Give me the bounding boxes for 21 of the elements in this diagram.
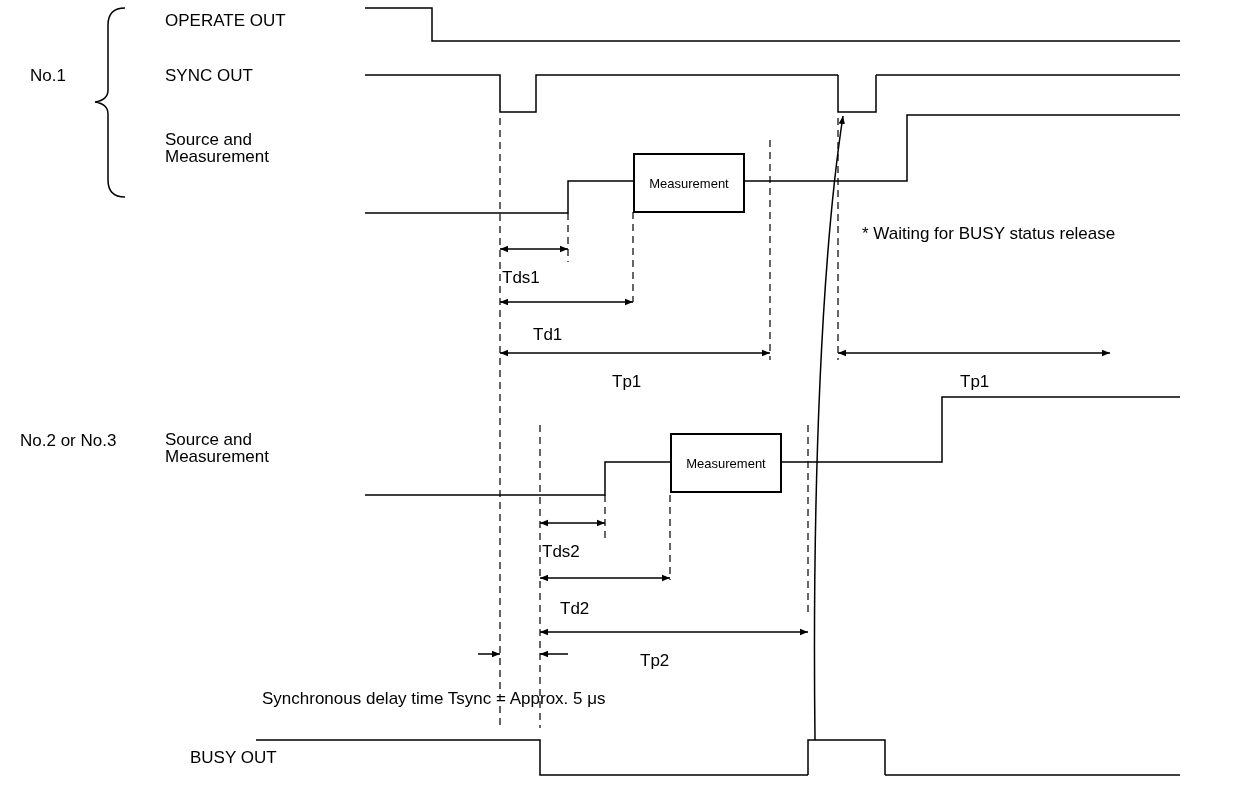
dimension-label: Tds2 xyxy=(542,542,580,562)
signal-pulse xyxy=(837,74,877,113)
measurement-box: Measurement xyxy=(670,433,782,493)
group-label: No.2 or No.3 xyxy=(20,431,117,451)
measurement-box: Measurement xyxy=(633,153,745,213)
group-label: No.1 xyxy=(30,66,66,86)
signal-pulse xyxy=(807,739,886,776)
signal-name: OPERATE OUT xyxy=(165,11,286,31)
signal-name: BUSY OUT xyxy=(190,748,277,768)
dimension-label: Tp1 xyxy=(960,372,990,392)
dimension-label: Tds1 xyxy=(502,268,540,288)
note-text: * Waiting for BUSY status release xyxy=(862,224,1116,244)
signal-name: Source and Measurement xyxy=(165,131,270,165)
caption-text: Synchronous delay time Tsync = Approx. 5 μs xyxy=(262,689,606,709)
signal-name: Source and Measurement xyxy=(165,431,270,465)
signal-name: SYNC OUT xyxy=(165,66,253,86)
dimension-label: Td1 xyxy=(533,325,563,345)
curved-arrow xyxy=(813,115,846,741)
dimension-label: Tp2 xyxy=(640,651,670,671)
dimension-label: Tp1 xyxy=(612,372,642,392)
dimension-label: Td2 xyxy=(560,599,590,619)
